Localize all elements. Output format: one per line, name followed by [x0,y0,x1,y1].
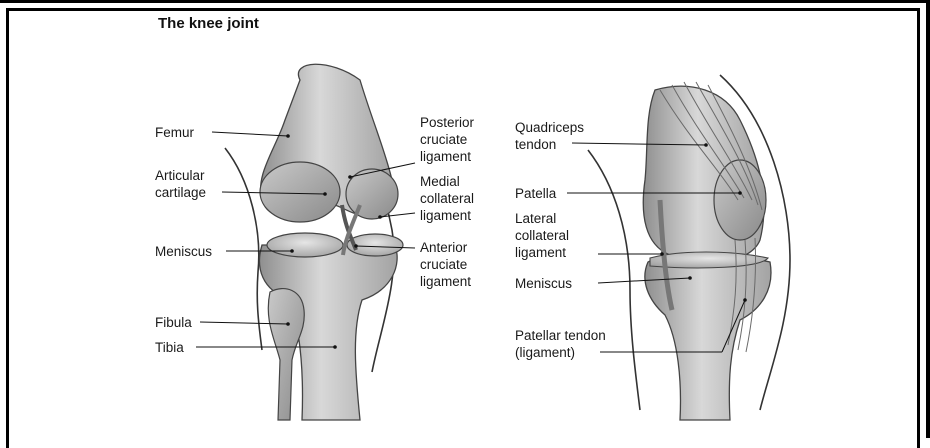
label-lcl-3: ligament [515,245,566,260]
label-meniscus-side: Meniscus [515,276,572,291]
label-quad-2: tendon [515,137,556,152]
label-femur: Femur [155,125,194,140]
label-tibia: Tibia [155,340,184,355]
label-patellar-tendon-1: Patellar tendon [515,328,606,343]
label-acl-1: Anterior [420,240,467,255]
label-patellar-tendon-2: (ligament) [515,345,575,360]
label-acl-2: cruciate [420,257,467,272]
label-articular-1: Articular [155,168,205,183]
label-pcl-1: Posterior [420,115,474,130]
label-lcl-1: Lateral [515,211,556,226]
label-acl-3: ligament [420,274,471,289]
front-view [196,64,415,420]
label-patella: Patella [515,186,556,201]
label-fibula: Fibula [155,315,192,330]
label-mcl-1: Medial [420,174,460,189]
label-mcl-2: collateral [420,191,474,206]
label-lcl-2: collateral [515,228,569,243]
fibula-shape [268,289,304,420]
label-pcl-2: cruciate [420,132,467,147]
label-mcl-3: ligament [420,208,471,223]
meniscus-left-shape [267,233,343,257]
side-patella-shape [714,160,766,240]
label-quad-1: Quadriceps [515,120,584,135]
label-pcl-3: ligament [420,149,471,164]
side-view [567,75,790,420]
side-tibia-shape [645,257,771,420]
label-articular-2: cartilage [155,185,206,200]
label-meniscus-front: Meniscus [155,244,212,259]
